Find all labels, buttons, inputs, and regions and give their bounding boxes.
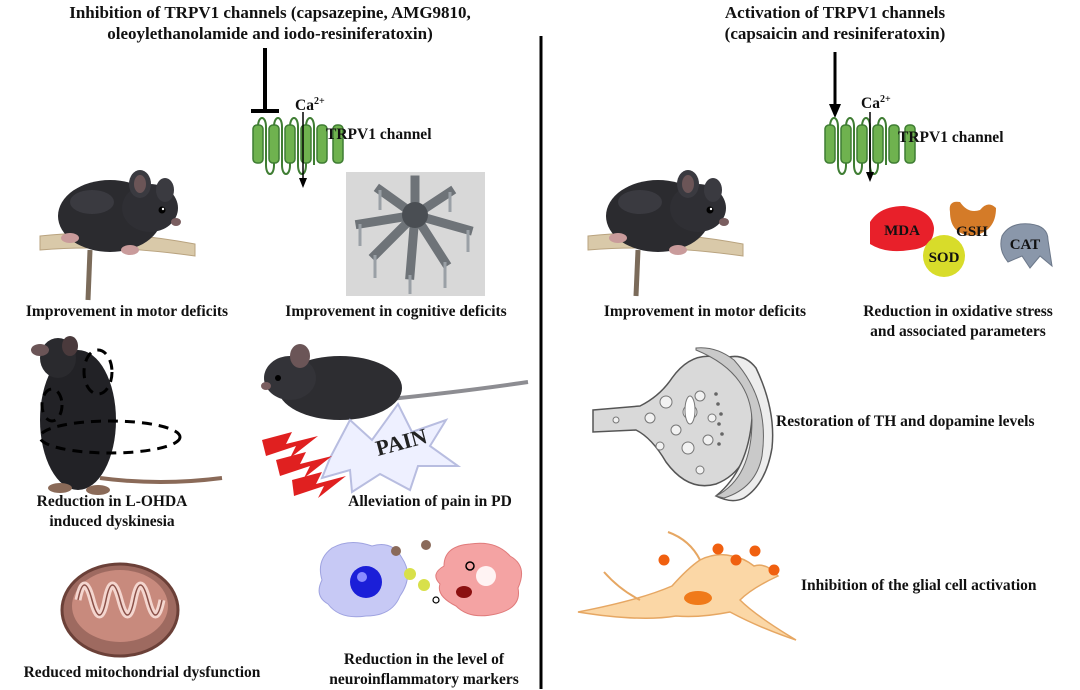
ion-label-right: Ca2+ (861, 94, 891, 113)
inflammatory-cells-icon (318, 540, 523, 618)
right-title-line2: (capsaicin and resiniferatoxin) (724, 24, 946, 43)
pain-caption: Alleviation of pain in PD (348, 493, 512, 510)
cat-label: CAT (1010, 237, 1041, 253)
mouse-icon (39, 170, 196, 301)
neuro-line1: Reduction in the level of (343, 651, 505, 668)
dyskinesia-rat-icon (31, 336, 223, 495)
oxidative-line1: Reduction in oxidative stress (863, 303, 1053, 320)
oxidative-caption: Reduction in oxidative stress and associ… (838, 302, 1078, 342)
glial-caption: Inhibition of the glial cell activation (801, 577, 1037, 594)
mitochondrion-icon (60, 562, 180, 658)
channel-label-right: TRPV1 channel (898, 129, 1004, 146)
radial-arm-maze-icon (346, 172, 485, 296)
neuro-caption: Reduction in the level of neuroinflammat… (316, 650, 532, 690)
left-title: Inhibition of TRPV1 channels (capsazepin… (0, 2, 540, 44)
dyskinesia-caption: Reduction in L-OHDA induced dyskinesia (14, 492, 210, 532)
neuro-line2: neuroinflammatory markers (329, 671, 519, 688)
synapse-icon (592, 347, 774, 502)
oxidative-markers-icon: MDA GSH SOD CAT (870, 201, 1053, 277)
cognitive-caption: Improvement in cognitive deficits (285, 303, 507, 320)
mito-caption: Reduced mitochondrial dysfunction (23, 664, 261, 681)
motor-caption-left: Improvement in motor deficits (25, 303, 229, 320)
gsh-label: GSH (956, 224, 988, 240)
right-title: Activation of TRPV1 channels (capsaicin … (680, 2, 990, 44)
th-caption: Restoration of TH and dopamine levels (776, 413, 1035, 430)
mouse-right-icon (587, 170, 744, 297)
mda-label: MDA (884, 223, 920, 239)
dyskinesia-line1: Reduction in L-OHDA (36, 493, 188, 510)
left-title-line2: oleoylethanolamide and iodo-resiniferato… (107, 24, 433, 43)
dyskinesia-line2: induced dyskinesia (49, 513, 175, 530)
left-title-line1: Inhibition of TRPV1 channels (capsazepin… (69, 3, 471, 22)
pain-mouse-icon: PAIN (261, 344, 529, 498)
right-title-line1: Activation of TRPV1 channels (724, 3, 946, 22)
channel-label-left: TRPV1 channel (326, 126, 432, 143)
oxidative-line2: and associated parameters (870, 323, 1046, 340)
glial-cell-icon (577, 531, 797, 641)
ion-label-left: Ca2+ (295, 96, 325, 115)
sod-label: SOD (929, 250, 960, 266)
motor-caption-right: Improvement in motor deficits (603, 303, 807, 320)
